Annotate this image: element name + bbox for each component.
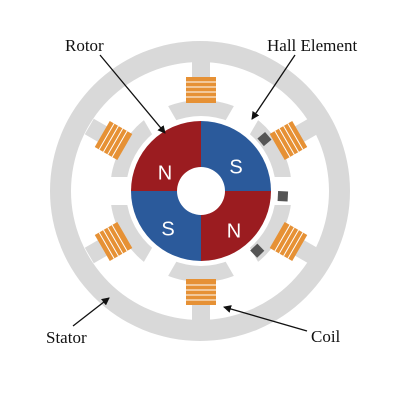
coil — [186, 279, 216, 305]
rotor-label: Rotor — [65, 36, 104, 55]
coil — [269, 222, 308, 261]
rotor-pole-north-top-left — [131, 121, 201, 191]
rotor-pole-label: S — [229, 156, 242, 178]
stator-label: Stator — [46, 328, 87, 347]
stator-leader-line — [72, 297, 110, 327]
leader-lines — [72, 54, 308, 332]
coil — [94, 222, 133, 261]
rotor: N S N S — [131, 121, 271, 261]
hall-element — [257, 132, 272, 147]
rotor-pole-label: N — [158, 162, 172, 184]
hall-element-leader-line — [251, 54, 296, 120]
rotor-pole-south-top-right — [201, 121, 271, 191]
coil — [186, 77, 216, 103]
coil-leader-line — [223, 305, 308, 332]
coil — [94, 121, 133, 160]
rotor-pole-north-bottom-right — [201, 191, 271, 261]
coil — [269, 121, 308, 160]
rotor-pole-south-bottom-left — [131, 191, 201, 261]
hall-elements — [250, 132, 289, 258]
hall-element — [250, 243, 265, 258]
coils — [94, 77, 308, 305]
coil-label: Coil — [311, 327, 341, 346]
rotor-shaft-hole — [177, 167, 225, 215]
hall-element — [277, 191, 289, 202]
rotor-pole-label: N — [227, 220, 241, 242]
hall-element-label: Hall Element — [267, 36, 357, 55]
rotor-leader-line — [99, 54, 166, 134]
rotor-pole-label: S — [161, 218, 174, 240]
